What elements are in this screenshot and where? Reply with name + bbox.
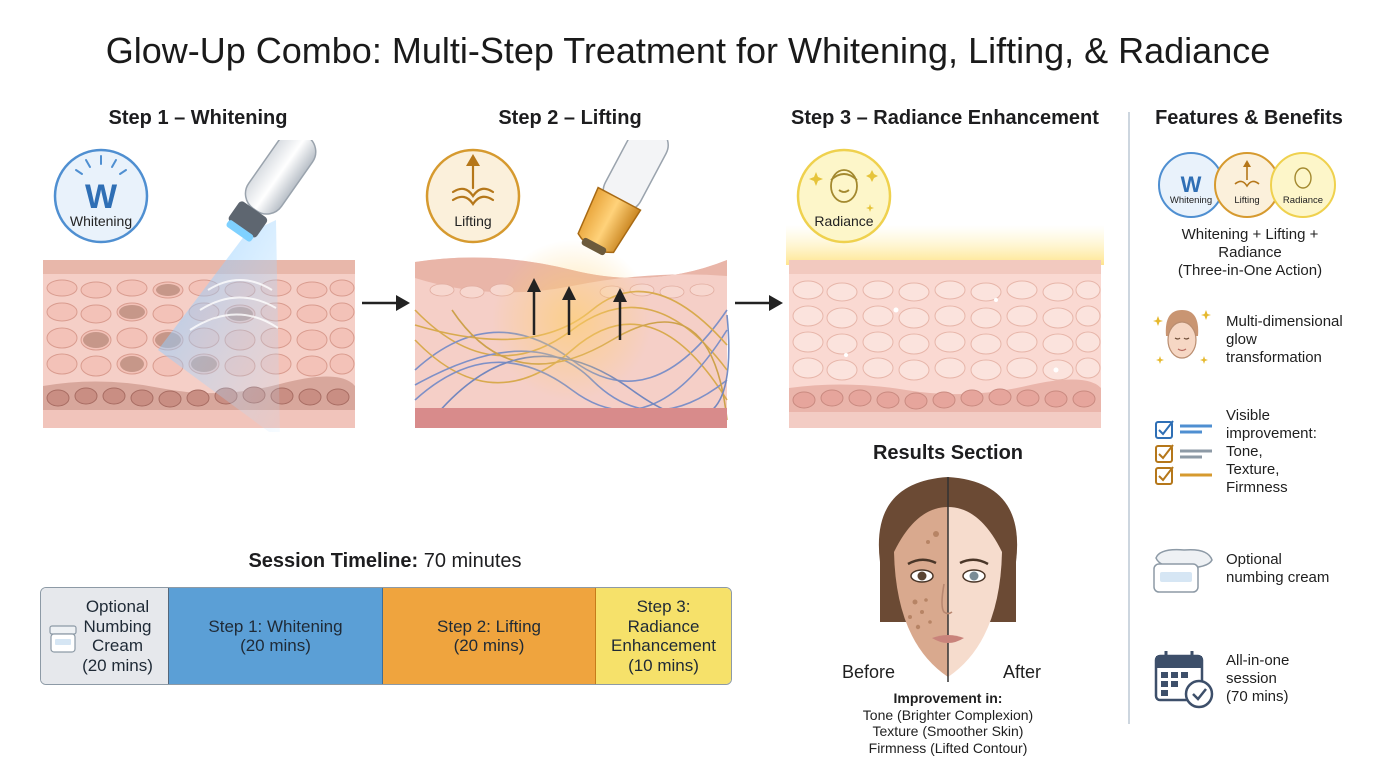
step1-illustration: W Whitening xyxy=(40,140,358,432)
feature-glow-line2: glow xyxy=(1226,331,1257,348)
feature-improvement-line4: Texture, xyxy=(1226,461,1280,478)
step2-title: Step 2 – Lifting xyxy=(498,107,642,129)
glowing-face-icon xyxy=(1153,310,1211,364)
timeline-seg0-line1: Optional xyxy=(85,597,150,616)
combo-line1: Whitening + Lifting + xyxy=(1181,226,1319,243)
timeline-segment-whitening: Step 1: Whitening (20 mins) xyxy=(169,588,383,684)
mini-badge-radiance: Radiance xyxy=(1282,195,1324,206)
timeline-segment-numbing: Optional Numbing Cream (20 mins) xyxy=(41,588,169,684)
whitening-skin-illustration: W xyxy=(43,140,355,432)
whitening-w-letter: W xyxy=(85,178,118,216)
timeline-seg3-line1: Step 3: xyxy=(636,597,691,616)
step1-title: Step 1 – Whitening xyxy=(108,107,288,129)
feature-improvement-line2: improvement: xyxy=(1226,425,1317,442)
feature-improvement-line5: Firmness xyxy=(1226,479,1288,496)
after-label: After xyxy=(1003,662,1042,682)
timeline-seg3-line3: Enhancement xyxy=(611,636,716,655)
combo-description: Whitening + Lifting + Radiance (Three-in… xyxy=(1148,226,1352,280)
session-timeline: Optional Numbing Cream (20 mins) Step 1:… xyxy=(40,587,732,685)
feature-improvement: Visible improvement: Tone, Texture, Firm… xyxy=(1226,407,1366,497)
combo-line2: Radiance xyxy=(1218,244,1282,261)
radiance-badge-label: Radiance xyxy=(814,213,874,229)
calendar-check-icon xyxy=(1154,651,1214,709)
feature-session: All-in-one session (70 mins) xyxy=(1226,652,1366,706)
timeline-segment-radiance: Step 3: Radiance Enhancement (10 mins) xyxy=(596,588,731,684)
step3-title: Step 3 – Radiance Enhancement xyxy=(791,107,1099,129)
feature-improvement-line3: Tone, xyxy=(1226,443,1263,460)
feature-session-line1: All-in-one xyxy=(1226,652,1290,669)
step-arrow-icon xyxy=(362,295,410,311)
timeline-seg0-line4: (20 mins) xyxy=(82,655,153,675)
cream-jar-icon xyxy=(1153,548,1213,593)
feature-session-line3: (70 mins) xyxy=(1226,688,1289,705)
mini-badge-whitening: Whitening xyxy=(1169,195,1213,206)
improvement-texture: Texture (Smoother Skin) xyxy=(872,723,1024,739)
feature-glow-line1: Multi-dimensional xyxy=(1226,313,1343,330)
feature-numbing: Optional numbing cream xyxy=(1226,551,1366,587)
step-arrow-icon xyxy=(735,295,783,311)
timeline-seg3-line2: Radiance xyxy=(627,616,700,636)
before-label: Before xyxy=(842,662,896,682)
features-title: Features & Benefits xyxy=(1155,107,1343,129)
timeline-seg1-line1: Step 1: Whitening xyxy=(208,616,343,636)
step3-illustration: Radiance xyxy=(786,140,1104,432)
combo-line3: (Three-in-One Action) xyxy=(1177,262,1323,279)
timeline-seg1-line2: (20 mins) xyxy=(240,636,311,655)
checklist-icon xyxy=(1155,420,1212,485)
cream-jar-icon xyxy=(49,625,77,653)
results-title: Results Section xyxy=(872,442,1024,464)
timeline-segment-lifting: Step 2: Lifting (20 mins) xyxy=(383,588,596,684)
feature-session-line2: session xyxy=(1226,670,1277,687)
improvement-tone: Tone (Brighter Complexion) xyxy=(862,706,1034,723)
before-after-face-icon xyxy=(878,477,1018,682)
feature-numbing-line1: Optional xyxy=(1226,551,1282,568)
feature-improvement-line1: Visible xyxy=(1226,407,1270,424)
mini-badges-icon: W xyxy=(1158,152,1336,218)
feature-glow-line3: transformation xyxy=(1226,349,1322,366)
radiance-skin-illustration xyxy=(786,148,1104,428)
improvement-summary: Improvement in: Tone (Brighter Complexio… xyxy=(826,690,1070,756)
whitening-badge-label: Whitening xyxy=(69,213,133,229)
timeline-seg0-line2: Numbing xyxy=(83,616,152,636)
timeline-total: 70 minutes xyxy=(423,550,522,572)
improvement-heading: Improvement in: xyxy=(893,690,1003,706)
timeline-seg3-line4: (10 mins) xyxy=(628,655,699,675)
section-divider xyxy=(1128,112,1130,724)
timeline-seg0-line3: Cream xyxy=(91,636,143,655)
timeline-seg2-line1: Step 2: Lifting xyxy=(437,616,541,636)
mini-whitening-w-letter: W xyxy=(1181,172,1202,197)
step2-illustration: Lifting xyxy=(412,140,730,432)
lifting-skin-illustration xyxy=(414,140,730,428)
feature-glow: Multi-dimensional glow transformation xyxy=(1226,313,1366,367)
page-title: Glow-Up Combo: Multi-Step Treatment for … xyxy=(105,30,1271,71)
mini-badge-lifting: Lifting xyxy=(1234,195,1260,206)
improvement-firmness: Firmness (Lifted Contour) xyxy=(868,739,1028,756)
timeline-label: Session Timeline: xyxy=(248,550,419,572)
timeline-seg2-line2: (20 mins) xyxy=(453,636,525,655)
timeline-title: Session Timeline: 70 minutes xyxy=(40,550,730,573)
lifting-badge-label: Lifting xyxy=(454,213,492,229)
feature-numbing-line2: numbing cream xyxy=(1226,569,1330,586)
